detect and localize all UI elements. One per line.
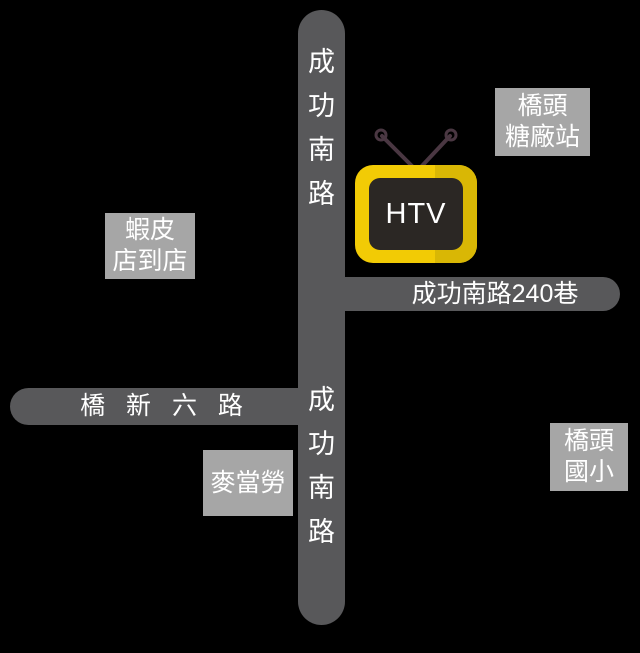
poi-label-line: 蝦皮 xyxy=(124,216,175,244)
road-chenggong-nan-road xyxy=(298,10,345,625)
road-label-char: 路 xyxy=(308,179,335,209)
poi-label-line: 麥當勞 xyxy=(210,468,286,497)
poi-label-line: 糖廠站 xyxy=(504,123,580,151)
road-label-char: 南 xyxy=(308,473,335,503)
road-label-char: 功 xyxy=(308,429,335,459)
poi-label-line: 橋頭 xyxy=(517,92,568,120)
road-chenggong-nan-lane-240 xyxy=(300,277,620,311)
road-label-chenggong-nan-lower: 成 功 南 路 xyxy=(298,378,345,554)
tv-screen: HTV xyxy=(369,178,463,250)
road-label-char: 路 xyxy=(308,517,335,547)
poi-qiaotou-sugar-refinery-station[interactable]: 橋頭 糖廠站 xyxy=(495,88,590,156)
road-label-lane-240: 成功南路240巷 xyxy=(411,280,579,308)
road-label-chenggong-nan-upper: 成 功 南 路 xyxy=(298,40,345,216)
road-qiaoxinliu-road xyxy=(10,388,335,425)
road-label-char: 成 xyxy=(308,385,335,415)
poi-mcdonalds[interactable]: 麥當勞 xyxy=(203,450,293,516)
tv-screen-label: HTV xyxy=(385,197,447,230)
tv-antenna-icon xyxy=(374,128,458,170)
poi-label-line: 店到店 xyxy=(112,247,188,275)
road-label-char: 功 xyxy=(308,91,335,121)
road-label-char: 成 xyxy=(308,47,335,77)
poi-qiaotou-elementary-school[interactable]: 橋頭 國小 xyxy=(550,423,628,491)
tv-body: HTV xyxy=(355,165,477,263)
road-label-char: 南 xyxy=(308,135,335,165)
poi-shopee-store[interactable]: 蝦皮 店到店 xyxy=(105,213,195,279)
road-label-qiaoxinliu: 橋 新 六 路 xyxy=(80,392,250,420)
htv-logo[interactable]: HTV xyxy=(352,118,480,266)
poi-label-line: 橋頭 xyxy=(563,427,614,455)
poi-label-line: 國小 xyxy=(563,458,614,486)
